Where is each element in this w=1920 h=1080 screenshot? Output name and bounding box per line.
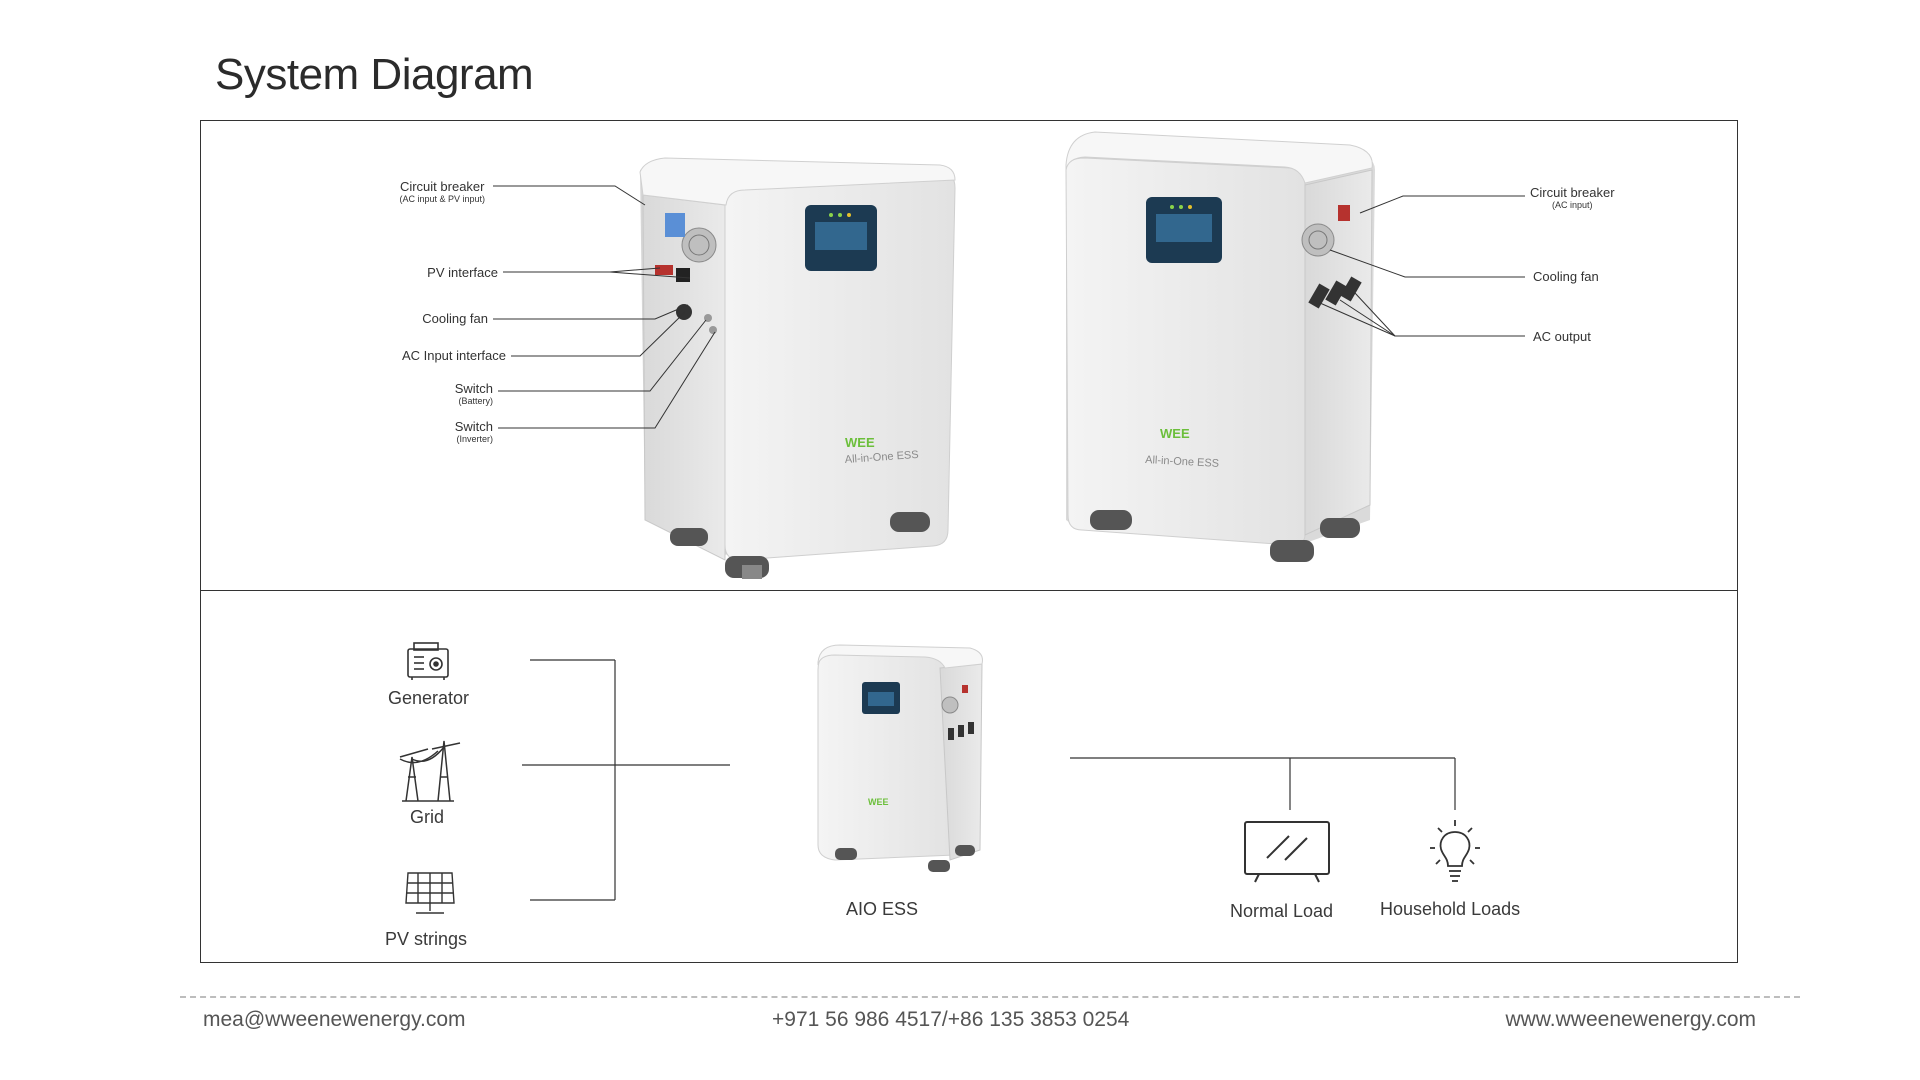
label-generator: Generator: [388, 688, 470, 708]
label-pv-strings: PV strings: [385, 929, 468, 949]
solar-panel-icon: [405, 872, 455, 914]
footer-email[interactable]: mea@wweenewenergy.com: [203, 1008, 466, 1031]
label-aio-ess: AIO ESS: [846, 899, 919, 919]
right-leader-lines: [1319, 195, 1525, 337]
tv-icon: [1244, 821, 1330, 883]
lightbulb-icon: [1430, 820, 1480, 882]
footer-divider: [180, 996, 1800, 998]
footer-phone: +971 56 986 4517/+86 135 3853 0254: [772, 1008, 1130, 1031]
generator-icon: [407, 642, 449, 680]
output-bus: [1070, 757, 1456, 810]
label-household-loads: Household Loads: [1380, 899, 1521, 919]
callout-ac-input: AC Input interface: [401, 348, 506, 363]
callout-pv-interface: PV interface: [427, 265, 498, 280]
circuit-breaker-icon: [665, 213, 685, 237]
callout-cooling-fan-right: Cooling fan: [1533, 269, 1599, 284]
brand-logo: WEE: [845, 435, 875, 450]
section-divider: [200, 590, 1738, 591]
label-grid: Grid: [410, 807, 445, 827]
diagram-frame: [200, 120, 1738, 963]
input-bus: [522, 659, 730, 901]
ess-device-left: All-in-One ESS WEE: [639, 157, 956, 579]
brand-text: All-in-One ESS: [844, 449, 919, 466]
page-title: System Diagram: [215, 50, 534, 99]
ess-device-right: WEE All-in-One ESS: [1065, 131, 1375, 562]
svg-text:All-in-One ESS: All-in-One ESS: [1145, 454, 1220, 470]
footer-website[interactable]: www.wweenewenergy.com: [1505, 1008, 1756, 1031]
callout-cooling-fan-left: Cooling fan: [422, 311, 488, 326]
callout-switch-inverter: Switch (Inverter): [454, 419, 493, 444]
callout-switch-battery: Switch (Battery): [454, 381, 493, 406]
transmission-tower-icon: [399, 740, 461, 802]
svg-text:WEE: WEE: [868, 797, 889, 807]
callout-ac-output: AC output: [1533, 329, 1591, 344]
callout-circuit-breaker-left: Circuit breaker (AC input & PV input): [399, 179, 485, 204]
left-leader-lines: [493, 185, 716, 429]
cooling-fan-icon: [681, 227, 717, 263]
callout-circuit-breaker-right: Circuit breaker (AC input): [1530, 185, 1615, 210]
label-normal-load: Normal Load: [1230, 901, 1334, 921]
svg-text:WEE: WEE: [1160, 426, 1190, 441]
aio-ess-device: WEE: [817, 644, 983, 872]
